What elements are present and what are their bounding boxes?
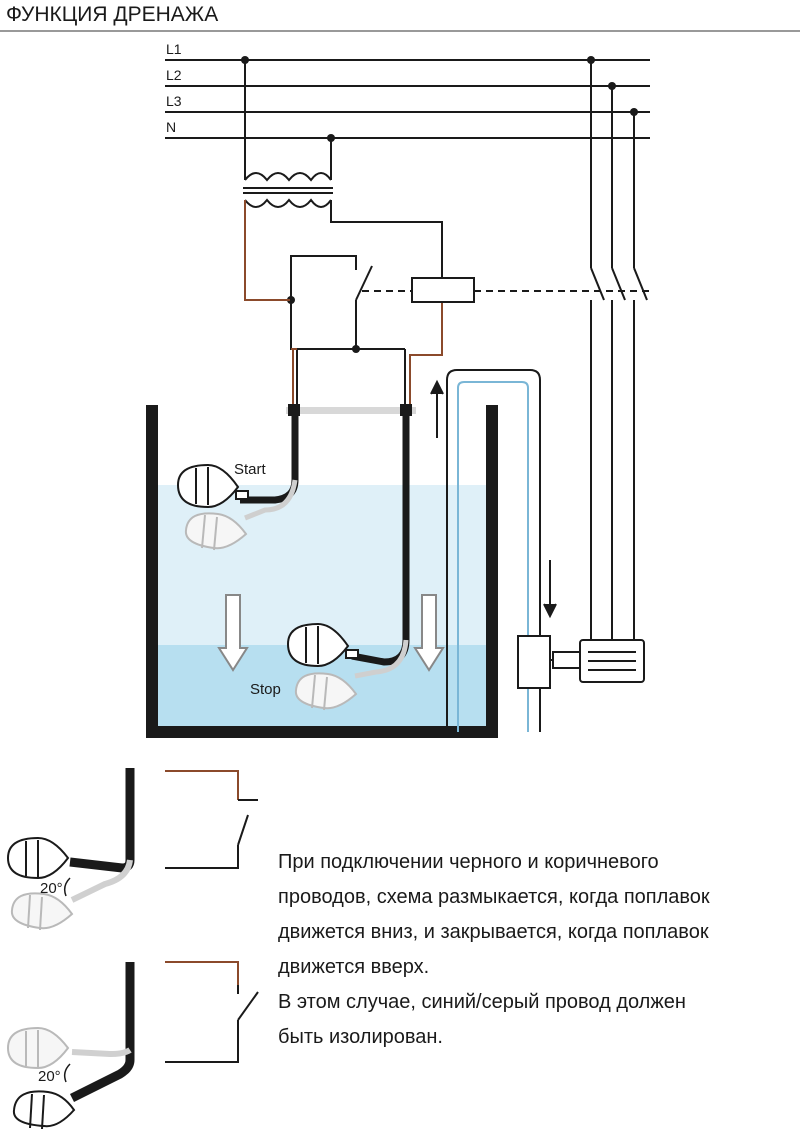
detail1-angle: 20° <box>40 880 63 897</box>
detail1-cable <box>69 768 135 873</box>
detail1-float-ghost <box>10 892 74 931</box>
clamps <box>288 404 412 416</box>
brown-wire-secondary <box>244 200 291 301</box>
transformer <box>243 60 333 208</box>
line-label-l3: L3 <box>166 93 182 109</box>
detail2-cable-ghost <box>71 1047 132 1058</box>
line-label-l1: L1 <box>166 41 182 57</box>
line-label-l2: L2 <box>166 67 182 83</box>
start-float-cable-ghost <box>244 479 298 521</box>
description-line-1: При подключении черного и коричневого <box>278 851 659 873</box>
start-float <box>176 463 249 509</box>
tank-walls <box>146 405 498 738</box>
discharge-pipe <box>446 369 541 732</box>
description-line-5: В этом случае, синий/серый провод должен <box>278 991 686 1013</box>
flow-arrows <box>430 379 557 619</box>
description: При подключении черного и коричневого пр… <box>278 845 778 1055</box>
description-line-4: движется вверх. <box>278 956 430 978</box>
level-arrows <box>217 594 445 672</box>
title-divider <box>0 30 800 32</box>
brown-wire-relay <box>409 300 443 410</box>
detail2-brown-wire <box>165 961 239 985</box>
motor-feed <box>590 60 648 640</box>
line-label-n: N <box>166 119 176 135</box>
stop-float-cable-ghost <box>354 639 409 679</box>
motor <box>552 639 645 683</box>
pump-housing <box>517 635 551 689</box>
mounting-bar <box>286 407 416 414</box>
description-line-3: движется вниз, и закрывается, когда попл… <box>278 921 709 943</box>
stop-float-ghost <box>294 672 358 711</box>
start-float-ghost <box>184 512 248 551</box>
detail1-float <box>6 836 70 880</box>
control-circuit <box>290 255 406 410</box>
stop-float <box>286 622 359 668</box>
secondary-wire-to-relay <box>330 200 443 280</box>
start-label: Start <box>234 461 267 478</box>
detail2-cable <box>69 962 135 1103</box>
description-line-2: проводов, схема размыкается, когда попла… <box>278 886 710 908</box>
stop-label: Stop <box>250 681 281 698</box>
power-lines <box>165 59 650 139</box>
detail2-switch <box>165 985 259 1063</box>
detail2-float <box>12 1090 76 1130</box>
junction-dots <box>241 56 638 353</box>
detail1-brown-wire <box>165 770 239 800</box>
detail1-cable-ghost <box>70 859 133 903</box>
detail2-float-ghost <box>6 1026 70 1070</box>
page-title: ФУНКЦИЯ ДРЕНАЖА <box>6 3 219 26</box>
detail1-switch <box>165 799 258 869</box>
relay-coil <box>411 277 475 303</box>
detail2-angle-arc <box>63 1063 71 1083</box>
detail2-angle: 20° <box>38 1068 61 1085</box>
description-line-6: быть изолирован. <box>278 1026 443 1048</box>
detail1-angle-arc <box>63 877 71 897</box>
